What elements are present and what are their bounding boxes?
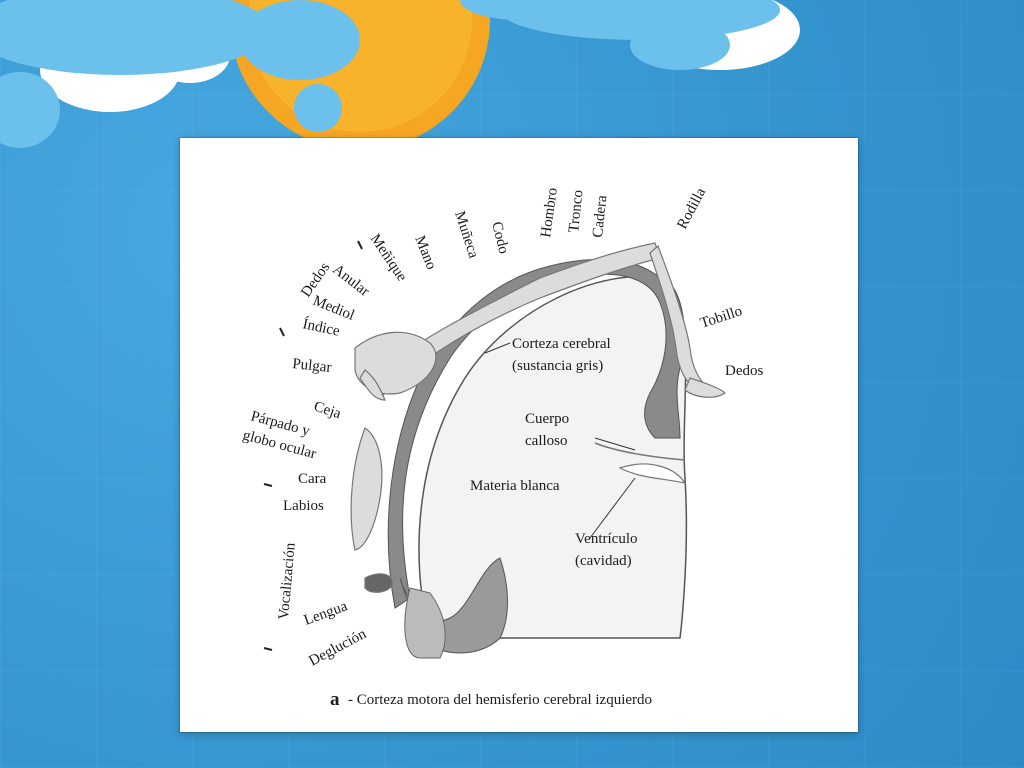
sky-decoration — [0, 0, 800, 150]
label-corteza-line1: Corteza cerebral — [512, 336, 611, 352]
label-ceja: Ceja — [312, 399, 343, 423]
label-pulgar: Pulgar — [292, 356, 333, 376]
motor-cortex-diagram: Dedos Meñique Anular Mediol Índice Pulga… — [241, 185, 764, 710]
ventricle-shape — [618, 463, 687, 484]
label-mano: Mano — [411, 234, 439, 272]
brainstem — [404, 587, 446, 659]
label-cuerpo-line2: calloso — [525, 433, 568, 449]
label-tobillo: Tobillo — [698, 303, 744, 332]
label-lengua: Lengua — [302, 598, 350, 629]
figure-caption-letter: a — [330, 689, 340, 710]
cloud-icon — [0, 0, 780, 148]
pointer-lines — [484, 342, 636, 539]
label-indice: Índice — [301, 315, 342, 339]
label-anular: Anular — [330, 262, 373, 300]
label-hombro: Hombro — [538, 187, 561, 239]
label-corteza-line2: (sustancia gris) — [512, 358, 603, 374]
label-cara: Cara — [298, 471, 327, 487]
foot-shape — [684, 377, 726, 398]
label-cuerpo-line1: Cuerpo — [525, 411, 569, 427]
label-tronco: Tronco — [566, 189, 586, 233]
label-ventriculo-line2: (cavidad) — [575, 553, 632, 569]
homunculus-figure — [350, 242, 726, 593]
label-labios: Labios — [283, 498, 324, 514]
label-ventriculo-line1: Ventrículo — [575, 531, 637, 547]
bracket-marks — [263, 240, 363, 651]
diagram-card: Dedos Meñique Anular Mediol Índice Pulga… — [180, 138, 858, 732]
label-codo: Codo — [488, 220, 511, 255]
tongue-shape — [364, 573, 393, 593]
figure-caption: - Corteza motora del hemisferio cerebral… — [348, 692, 652, 708]
label-rodilla: Rodilla — [674, 185, 709, 232]
face-shape — [350, 427, 383, 551]
label-cadera: Cadera — [590, 194, 610, 238]
thumb-shape — [359, 369, 386, 401]
label-dedos-toes: Dedos — [725, 363, 763, 379]
corpus-callosum — [594, 442, 686, 461]
label-muneca: Muñeca — [451, 209, 481, 260]
label-materia-blanca: Materia blanca — [470, 478, 560, 494]
label-vocalizacion: Vocalización — [276, 542, 299, 621]
label-deglucion: Deglución — [306, 626, 369, 670]
label-menique: Meñique — [367, 231, 410, 284]
